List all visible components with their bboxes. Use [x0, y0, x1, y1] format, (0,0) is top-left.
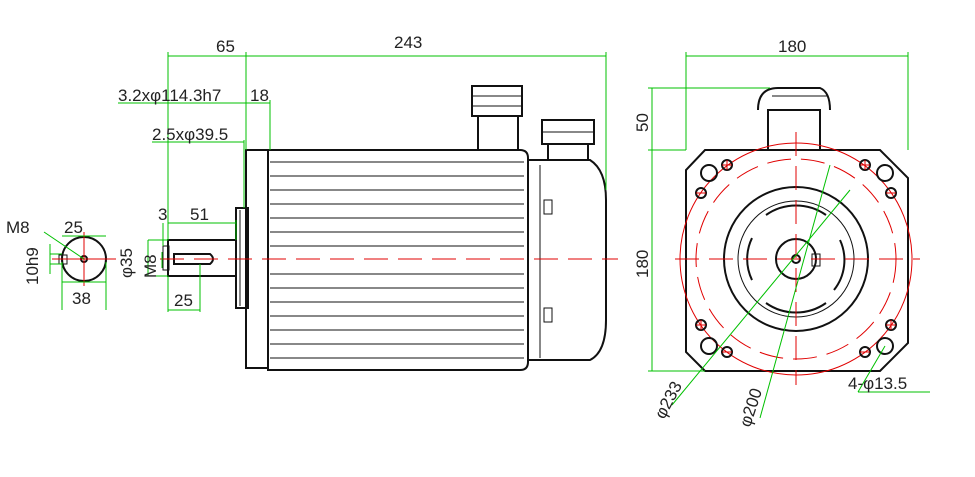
dim-10h9: 10h9 — [23, 247, 42, 285]
front-view: 180 50 180 φ233 φ200 4-φ13.5 — [633, 37, 930, 429]
encoder-cap — [528, 159, 607, 361]
encoder-connector — [541, 119, 595, 161]
dim-25-end: 25 — [64, 218, 83, 237]
dim-phi233: φ233 — [651, 378, 686, 422]
shaft-end-view: M8 25 10h9 38 — [6, 218, 116, 310]
dim-m8-side: M8 — [141, 254, 160, 278]
dim-65: 65 — [216, 37, 235, 56]
m8-leader — [43, 231, 85, 260]
shaft — [167, 239, 237, 277]
dim-holes: 4-φ13.5 — [848, 374, 907, 393]
dim-38: 38 — [72, 289, 91, 308]
mounting-holes — [700, 164, 894, 355]
dim-pilot: 3.2xφ114.3h7 — [118, 86, 221, 105]
shaft-key — [173, 253, 214, 265]
motor-body — [267, 149, 529, 371]
dim-3: 3 — [158, 205, 167, 224]
flange-square — [685, 149, 909, 372]
dim-phi35: φ35 — [117, 248, 136, 278]
dim-m8-end: M8 — [6, 218, 30, 237]
dim-25-side: 25 — [174, 291, 193, 310]
phi233-leader — [671, 189, 851, 406]
power-connector — [471, 85, 523, 151]
dim-18: 18 — [250, 86, 269, 105]
dim-180-top: 180 — [778, 37, 806, 56]
dim-phi200: φ200 — [736, 386, 766, 429]
side-view: 65 243 3.2xφ114.3h7 18 2.5xφ39.5 3 51 φ3… — [117, 33, 618, 371]
hole-leader — [857, 345, 886, 393]
front-connector — [757, 87, 831, 151]
dim-180-side: 180 — [633, 250, 652, 278]
dim-boss: 2.5xφ39.5 — [152, 125, 228, 144]
pilot-boss — [235, 207, 249, 309]
dim-51: 51 — [190, 205, 209, 224]
phi200-leader — [759, 164, 831, 419]
dim-243: 243 — [394, 33, 422, 52]
pcd200-holes — [695, 159, 897, 358]
cooling-fins — [270, 161, 524, 359]
dim-50: 50 — [633, 113, 652, 132]
